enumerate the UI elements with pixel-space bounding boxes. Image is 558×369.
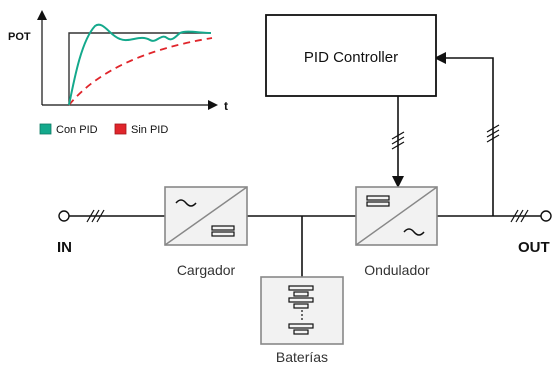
ondulador-label: Ondulador <box>364 262 430 278</box>
legend-sin-pid-label: Sin PID <box>131 124 168 136</box>
baterias-label: Baterías <box>276 349 328 365</box>
legend-con-pid-label: Con PID <box>56 124 98 136</box>
setpoint-step <box>68 32 211 105</box>
pid-controller-block: PID Controller <box>265 14 437 97</box>
feedback-arrow <box>434 52 446 64</box>
connections <box>58 52 552 277</box>
ac-wave-icon <box>175 199 197 207</box>
inset-chart: POT t Con PID Sin PID <box>8 10 228 136</box>
legend-con-pid-swatch <box>39 123 52 135</box>
con-pid-curve <box>68 23 212 106</box>
baterias-block <box>260 276 344 345</box>
output-hash-marks <box>510 209 529 223</box>
input-label: IN <box>57 239 72 256</box>
pid-controller-label: PID Controller <box>304 49 398 66</box>
input-hash-marks <box>86 209 105 223</box>
chart-y-axis-arrow <box>37 10 47 20</box>
output-terminal <box>540 210 552 222</box>
control-arrow <box>392 176 404 188</box>
ondulador-block <box>355 186 438 246</box>
cargador-block <box>164 186 248 246</box>
legend-sin-pid-swatch <box>114 123 127 135</box>
output-label: OUT <box>518 239 550 256</box>
input-terminal <box>58 210 70 222</box>
sin-pid-curve <box>68 37 213 106</box>
feedback-hash-marks <box>486 124 500 143</box>
ac-wave-icon <box>403 228 425 236</box>
dc-bar-icon <box>211 225 235 231</box>
battery-stack-icon <box>288 285 314 335</box>
chart-x-label: t <box>224 99 228 113</box>
cargador-label: Cargador <box>177 262 236 278</box>
feedback-line <box>437 57 494 216</box>
chart-y-label: POT <box>8 31 31 43</box>
dc-bar-icon <box>366 195 390 201</box>
chart-x-axis-arrow <box>208 100 218 110</box>
control-hash-marks <box>391 131 405 150</box>
